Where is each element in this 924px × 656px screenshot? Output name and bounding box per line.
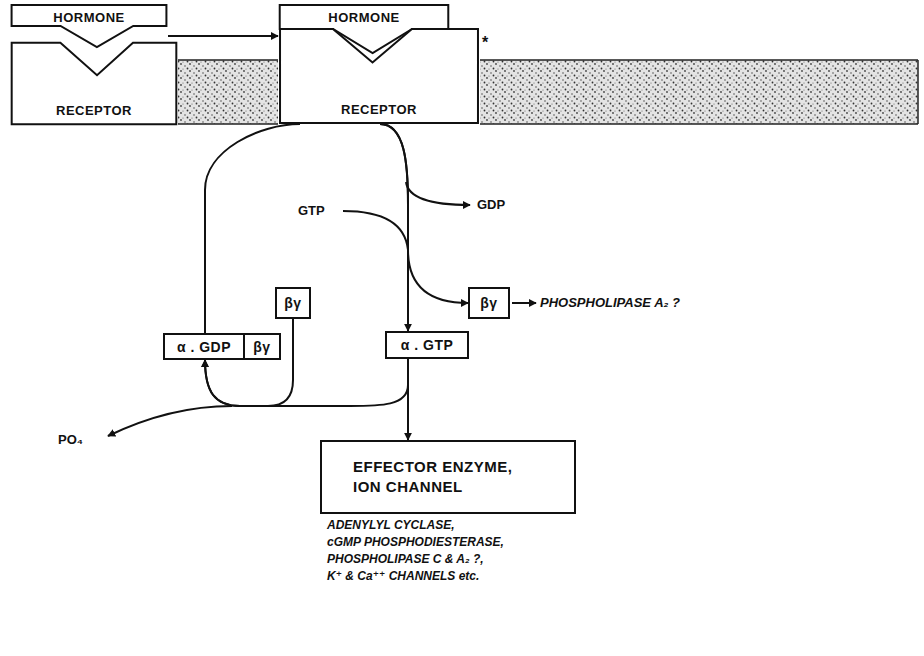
node-label: RECEPTOR: [341, 102, 417, 117]
phospholipase-arrow: [512, 302, 536, 304]
connector-arrow: [205, 319, 293, 406]
effector-example: cGMP PHOSPHODIESTERASE,: [327, 535, 504, 549]
effector-example: PHOSPHOLIPASE C & A₂ ?,: [327, 552, 484, 566]
membrane-edge: [480, 123, 918, 125]
connector-arrow: [205, 359, 408, 406]
membrane-edge: [917, 60, 919, 124]
effector-example: K⁺ & Ca⁺⁺ CHANNELS etc.: [327, 569, 479, 583]
connector-arrow: [380, 124, 468, 303]
g-protein-box: α . GDPβγ: [163, 333, 281, 360]
node-label: βγ: [480, 295, 497, 311]
subunit-label: α . GDP: [165, 335, 243, 358]
molecule-label: GTP: [298, 203, 325, 218]
mark-symbol: *: [482, 34, 489, 52]
molecule-label: GDP: [477, 197, 505, 212]
receptor-shape: RECEPTOR*: [278, 28, 480, 124]
node-label: α . GTP: [401, 337, 454, 353]
connector-arrow: [168, 35, 278, 37]
phosphate-arrow: [108, 406, 232, 436]
shape-outline: [12, 5, 167, 47]
gdp-arrow: [406, 182, 470, 205]
connector-arrow: [205, 124, 300, 333]
effector-example: ADENYLYL CYCLASE,: [327, 518, 455, 532]
node-label: HORMONE: [328, 10, 399, 25]
target-label: PHOSPHOLIPASE A₂ ?: [540, 295, 680, 310]
membrane-band: [178, 60, 278, 124]
membrane-edge: [480, 59, 918, 61]
gtp-arrow: [343, 211, 408, 250]
membrane-edge: [178, 123, 278, 125]
node-label: RECEPTOR: [56, 103, 132, 118]
receptor-shape: RECEPTOR: [10, 42, 178, 125]
node-label: HORMONE: [53, 10, 124, 25]
subunit-box: βγ: [275, 287, 311, 319]
node-label: EFFECTOR ENZYME, ION CHANNEL: [353, 457, 543, 498]
hormone-shape: HORMONE: [10, 4, 168, 48]
molecule-label: PO₄: [58, 432, 83, 447]
shape-outline: [280, 29, 478, 123]
node-label: βγ: [284, 295, 301, 311]
membrane-band: [480, 60, 918, 124]
shape-outline: [12, 43, 177, 124]
subunit-box: βγ: [468, 287, 510, 319]
subunit-box: α . GTP: [385, 331, 469, 359]
membrane-edge: [178, 59, 278, 61]
effector-box: EFFECTOR ENZYME, ION CHANNEL: [320, 440, 576, 514]
subunit-label: βγ: [243, 335, 279, 358]
